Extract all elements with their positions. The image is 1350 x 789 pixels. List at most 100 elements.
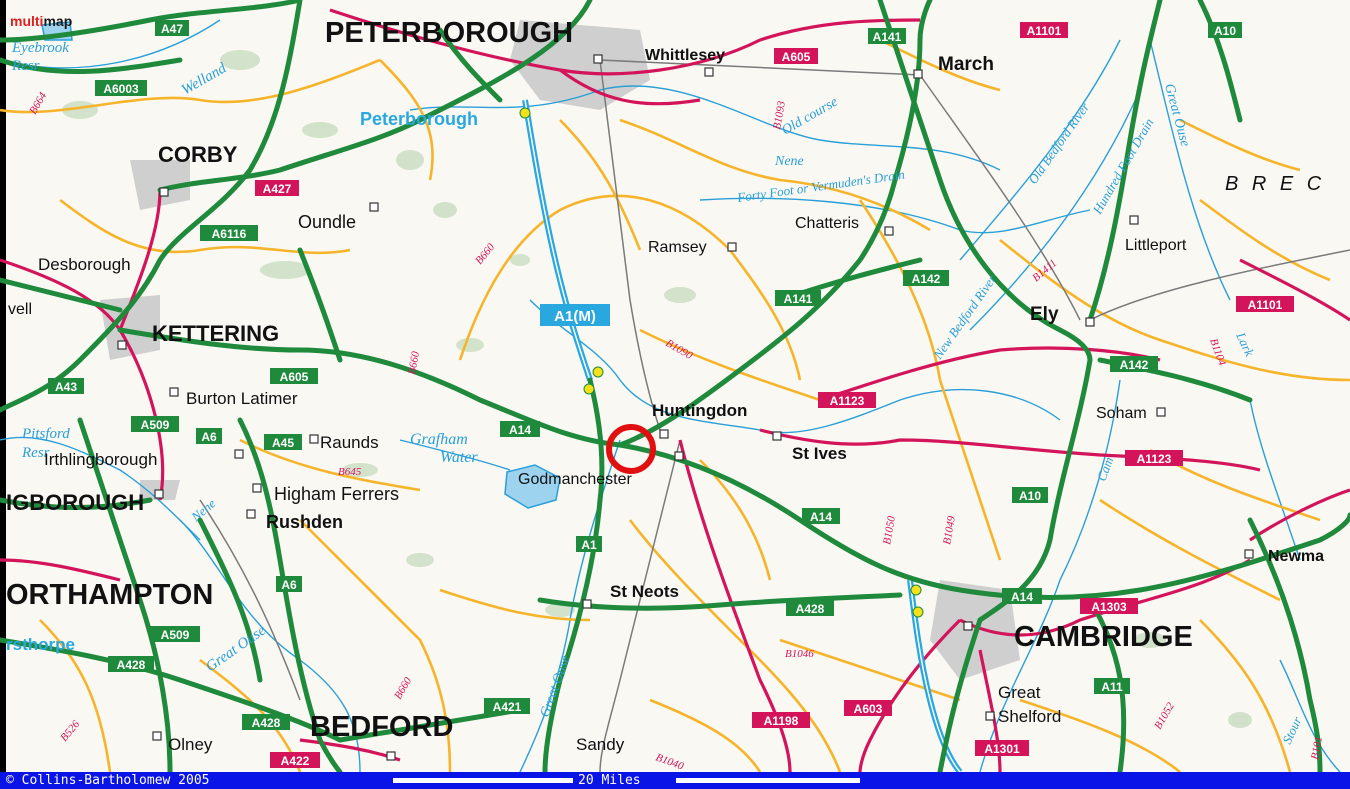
svg-text:A421: A421 [493, 700, 522, 714]
map-left-border [0, 0, 6, 772]
svg-text:A6003: A6003 [103, 82, 139, 96]
svg-text:B1093: B1093 [771, 100, 788, 131]
svg-text:Eyebrook: Eyebrook [11, 40, 69, 56]
a-roads [0, 8, 1350, 772]
scale-bar-right [676, 778, 860, 783]
svg-text:March: March [938, 54, 994, 75]
svg-text:Huntingdon: Huntingdon [652, 401, 747, 420]
railway-lines [199, 59, 1350, 772]
svg-text:A1301: A1301 [984, 742, 1020, 756]
selected-location-marker[interactable] [606, 424, 656, 474]
svg-text:vell: vell [8, 301, 32, 318]
svg-text:Higham Ferrers: Higham Ferrers [274, 484, 399, 504]
svg-text:A43: A43 [55, 380, 77, 394]
svg-text:A141: A141 [784, 292, 813, 306]
svg-text:A6: A6 [201, 430, 217, 444]
svg-text:A47: A47 [161, 22, 183, 36]
map-background [0, 0, 1350, 772]
svg-text:A1303: A1303 [1091, 600, 1127, 614]
svg-text:BEDFORD: BEDFORD [310, 711, 453, 743]
svg-text:KETTERING: KETTERING [152, 321, 279, 346]
svg-text:IGBOROUGH: IGBOROUGH [6, 490, 144, 515]
region-label: B R E C [1225, 173, 1325, 195]
city-labels: PETERBOROUGH CORBY KETTERING IGBOROUGH O… [6, 17, 1193, 743]
svg-text:A1: A1 [581, 538, 597, 552]
svg-text:A605: A605 [782, 50, 811, 64]
svg-text:CAMBRIDGE: CAMBRIDGE [1014, 621, 1193, 653]
svg-text:Ramsey: Ramsey [648, 239, 707, 256]
svg-text:B1046: B1046 [785, 648, 814, 660]
logo-part-map: map [43, 13, 73, 29]
svg-text:A428: A428 [796, 602, 825, 616]
svg-text:A141: A141 [873, 30, 902, 44]
svg-text:Littleport: Littleport [1125, 237, 1187, 254]
logo-part-multi: multi [10, 13, 44, 29]
svg-text:Irthlingborough: Irthlingborough [44, 450, 157, 469]
grafham-water-lake [504, 464, 561, 509]
svg-text:A1(M): A1(M) [554, 308, 596, 325]
svg-text:PETERBOROUGH: PETERBOROUGH [325, 17, 573, 49]
svg-text:A11: A11 [1101, 680, 1123, 694]
svg-text:A509: A509 [161, 628, 190, 642]
multimap-logo[interactable]: multimap [10, 14, 72, 28]
svg-text:Raunds: Raunds [320, 433, 379, 452]
svg-text:A428: A428 [117, 658, 146, 672]
svg-text:Sandy: Sandy [576, 735, 625, 754]
svg-text:Great: Great [998, 683, 1041, 702]
svg-text:A1123: A1123 [830, 394, 865, 408]
svg-text:rsthorpe: rsthorpe [6, 635, 75, 654]
svg-text:A1123: A1123 [1137, 452, 1172, 466]
svg-text:Desborough: Desborough [38, 255, 131, 274]
svg-text:Soham: Soham [1096, 405, 1147, 422]
svg-text:Resr: Resr [11, 58, 40, 74]
svg-text:A1198: A1198 [764, 714, 799, 728]
svg-text:B1049: B1049 [941, 515, 958, 546]
svg-text:A6116: A6116 [212, 227, 247, 241]
svg-text:A509: A509 [141, 418, 170, 432]
svg-text:A10: A10 [1019, 489, 1041, 503]
svg-text:CORBY: CORBY [158, 142, 238, 167]
svg-text:B1050: B1050 [881, 515, 898, 546]
svg-text:Nene: Nene [774, 154, 804, 169]
svg-text:Godmanchester: Godmanchester [518, 471, 633, 488]
map-canvas[interactable]: A47 A6003 A605 A141 A1101 A10 A427 A6116… [0, 0, 1350, 772]
svg-text:Burton Latimer: Burton Latimer [186, 389, 298, 408]
svg-text:B645: B645 [338, 466, 362, 478]
scale-bar-label: 20 Miles [578, 773, 641, 788]
svg-text:Rushden: Rushden [266, 512, 343, 532]
svg-text:A6: A6 [281, 578, 297, 592]
svg-text:A422: A422 [281, 754, 310, 768]
svg-text:Water: Water [440, 449, 478, 466]
svg-text:A428: A428 [252, 716, 281, 730]
svg-text:Chatteris: Chatteris [795, 215, 859, 232]
svg-text:A45: A45 [272, 436, 294, 450]
water-bodies [41, 21, 561, 509]
svg-text:A10: A10 [1214, 24, 1236, 38]
svg-text:A142: A142 [1120, 358, 1149, 372]
svg-text:Shelford: Shelford [998, 707, 1061, 726]
svg-text:St Ives: St Ives [792, 444, 847, 463]
svg-text:A14: A14 [810, 510, 832, 524]
svg-text:A14: A14 [509, 423, 531, 437]
road-labels: A47 A6003 A605 A141 A1101 A10 A427 A6116… [48, 20, 1294, 768]
svg-text:Ely: Ely [1030, 304, 1059, 325]
svg-text:B101: B101 [1309, 736, 1325, 761]
town-labels: Whittlesey March Oundle Chatteris Desbor… [6, 47, 1324, 754]
svg-text:Resr: Resr [21, 445, 50, 461]
svg-text:A1101: A1101 [1248, 298, 1283, 312]
svg-text:ORTHAMPTON: ORTHAMPTON [6, 579, 213, 611]
svg-text:A142: A142 [912, 272, 941, 286]
svg-text:Whittlesey: Whittlesey [645, 47, 725, 64]
primary-roads [0, 0, 1350, 772]
svg-text:Newma: Newma [1268, 548, 1324, 565]
junctions [519, 107, 924, 618]
svg-text:B660: B660 [406, 350, 422, 375]
map-footer-bar: © Collins-Bartholomew 2005 20 Miles [0, 772, 1350, 789]
svg-text:Oundle: Oundle [298, 212, 356, 232]
scale-bar-left [393, 778, 573, 783]
svg-text:Olney: Olney [168, 735, 213, 754]
svg-text:A603: A603 [854, 702, 883, 716]
svg-text:A427: A427 [263, 182, 292, 196]
copyright-text: © Collins-Bartholomew 2005 [6, 773, 210, 788]
